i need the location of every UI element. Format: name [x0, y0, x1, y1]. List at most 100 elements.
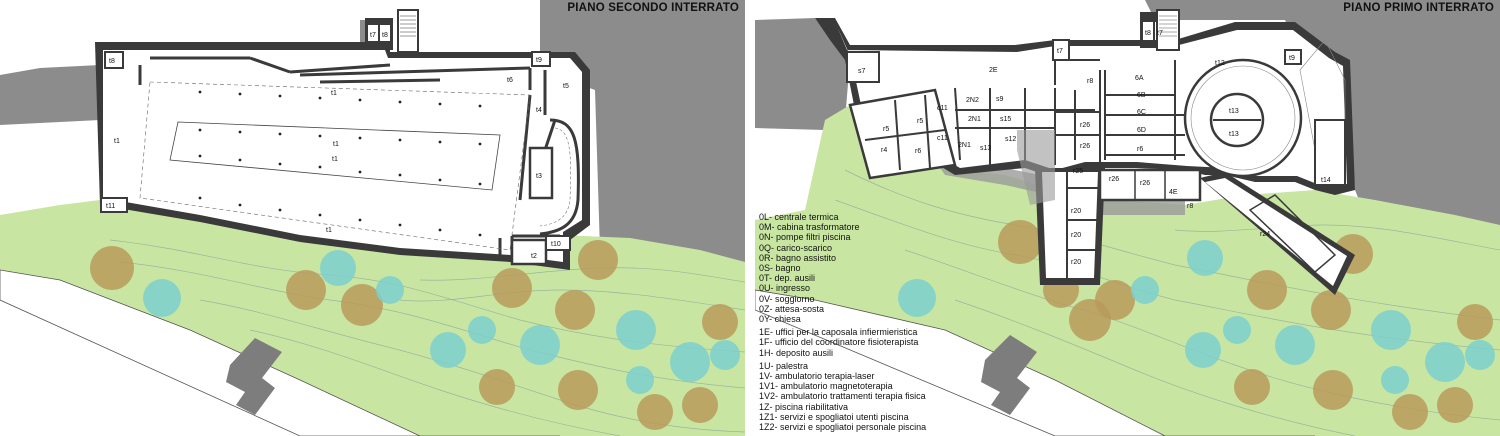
stair-box [397, 9, 419, 53]
legend-item: 1V- ambulatorio terapia-laser [759, 371, 875, 382]
tree-blue [1187, 240, 1223, 276]
tree-blue [670, 342, 710, 382]
dark-ground-area [755, 18, 850, 130]
tree-brown [998, 220, 1042, 264]
ramp-guide [539, 127, 571, 227]
room-label: t3 [536, 173, 542, 180]
room-label: 2N2 [966, 97, 979, 104]
legend-item: 1Z1- servizi e spogliatoi utenti piscina [759, 411, 909, 422]
room-label: t8 [1145, 30, 1151, 37]
internal-walls [864, 59, 1185, 171]
building-interior [103, 50, 582, 262]
legend-item: 1U- palestra [759, 360, 809, 371]
room-label: c11 [937, 135, 948, 142]
room-label: t9 [1289, 55, 1295, 62]
tree-brown [1234, 369, 1270, 405]
tree-brown [1311, 290, 1351, 330]
room-label: r6 [1137, 146, 1143, 153]
legend-item: 0Z- attesa-sosta [759, 303, 825, 314]
legend-item: 0U- ingresso [759, 283, 811, 294]
room-box [380, 25, 390, 41]
legend-group-therapy: 1U- palestra 1V- ambulatorio terapia-las… [759, 361, 926, 432]
tree-blue [376, 276, 404, 304]
tree-brown [1247, 270, 1287, 310]
site-plan-drawing: t7 t8 t7 t9 s7 2E t12 r8 6A 2N2 s9 6B c1… [755, 0, 1500, 436]
room-block [848, 88, 957, 180]
room-label: t1 [331, 90, 337, 97]
room-label: t1 [326, 227, 332, 234]
room-label: t14 [1321, 177, 1331, 184]
tree-brown [555, 290, 595, 330]
connector-block [1098, 168, 1202, 202]
room-label: t7 [1157, 30, 1163, 37]
room-label: t13 [1229, 108, 1239, 115]
room-label: t13 [1229, 131, 1239, 138]
room-label: t7 [1057, 48, 1063, 55]
room-label: 2E [989, 67, 998, 74]
legend-item: 1Z2- servizi e spogliatoi personale pisc… [759, 422, 927, 433]
room-label: t8 [382, 32, 388, 39]
room-box [846, 51, 880, 83]
ramp-curve [539, 118, 580, 236]
legend-item: 0N- pompe filtri piscina [759, 232, 851, 243]
tree-blue [1465, 340, 1495, 370]
building-footprint [226, 338, 282, 415]
stair-treads [1159, 15, 1177, 37]
tree-blue [1425, 342, 1465, 382]
room-labels: t7 t8 t7 t9 s7 2E t12 r8 6A 2N2 s9 6B c1… [858, 30, 1331, 266]
room-label: r20 [1071, 259, 1081, 266]
room-label: c11 [937, 105, 948, 112]
legend-item: 0Q- carico-scarico [759, 242, 833, 253]
wing-interior [1042, 172, 1098, 278]
room-label: s9 [996, 96, 1004, 103]
room-box [1052, 39, 1070, 61]
tree-brown [1313, 370, 1353, 410]
room-box [104, 51, 124, 69]
room-label: r26 [1080, 122, 1090, 129]
tree-blue [1223, 316, 1251, 344]
room-box [528, 146, 554, 200]
room-label: t12 [1215, 60, 1225, 67]
legend-item: 0L- centrale termica [759, 212, 839, 222]
room-box [1143, 22, 1153, 40]
room-label: r4 [881, 147, 887, 154]
tree-blue [626, 366, 654, 394]
room-label: r5 [883, 126, 889, 133]
room-label: 2N1 [968, 116, 981, 123]
tree-blue [1185, 332, 1221, 368]
room-label: t9 [536, 57, 542, 64]
panel-divider [747, 0, 753, 436]
tree-blue [616, 310, 656, 350]
room-label: t7 [370, 32, 376, 39]
tree-brown [1457, 304, 1493, 340]
room-label: r26 [1109, 176, 1119, 183]
tree-blue [143, 279, 181, 317]
tree-brown [702, 304, 738, 340]
hatched-area [1017, 130, 1055, 205]
plan-panel-primo-interrato: t7 t8 t7 t9 s7 2E t12 r8 6A 2N2 s9 6B c1… [755, 0, 1500, 436]
legend-item: 0T- dep. ausili [759, 273, 816, 284]
room-box [100, 197, 128, 213]
legend-item: 1V1- ambulatorio magnetoterapia [759, 381, 893, 392]
legend-group-ground-services: 0L- centrale termica 0M- cabina trasform… [759, 212, 926, 324]
legend-item: 0V- soggiorno [759, 293, 815, 304]
shadow-area [1095, 198, 1185, 215]
dark-ground-area [1145, 0, 1500, 230]
room-label: t4 [536, 107, 542, 114]
tree-brown [682, 387, 718, 423]
legend-item: 0Y- chiesa [759, 314, 801, 325]
room-labels: t8 t7 t8 t9 t6 t5 t1 t1 t1 t4 t1 t3 t11 … [106, 32, 569, 260]
room-label: r8 [1087, 78, 1093, 85]
tree-brown [578, 240, 618, 280]
room-label: t2 [531, 253, 537, 260]
parking-island [169, 121, 501, 191]
internal-walls [1134, 170, 1166, 200]
room-label: r20 [1071, 232, 1081, 239]
room-label: t1 [114, 138, 120, 145]
room-box [1314, 119, 1346, 186]
room-label: t8 [109, 58, 115, 65]
tree-brown [1095, 280, 1135, 320]
room-label: s15 [1000, 116, 1011, 123]
room-label: r20 [1071, 208, 1081, 215]
room-label: r8 [1187, 203, 1193, 210]
